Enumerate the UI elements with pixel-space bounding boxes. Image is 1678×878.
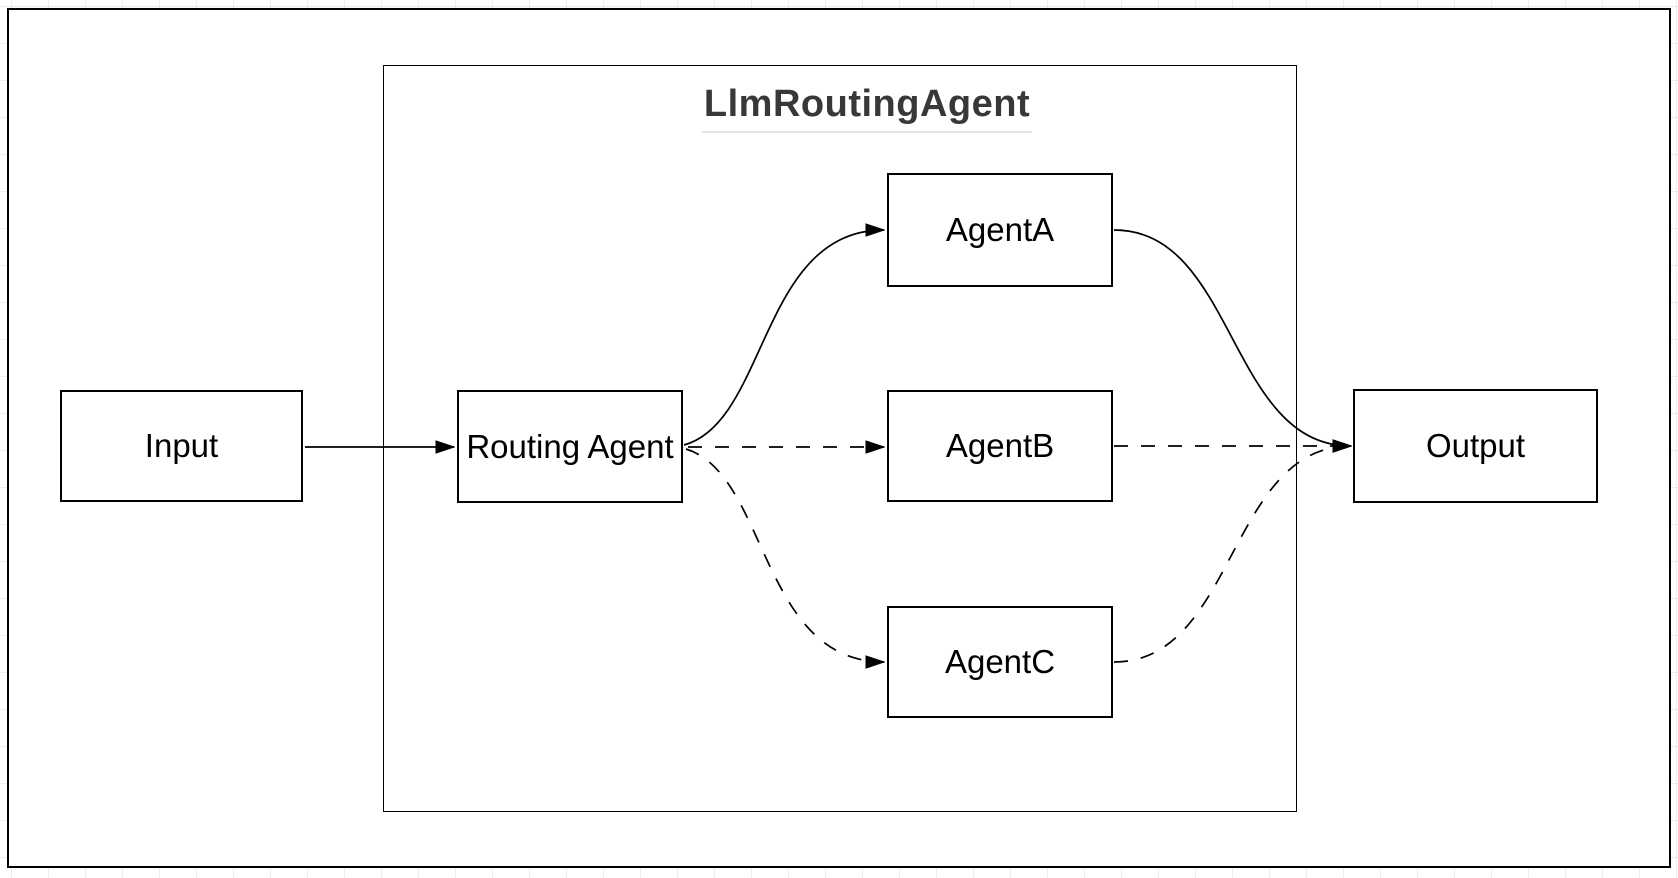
node-input[interactable]: Input xyxy=(60,390,303,502)
node-agent-c[interactable]: AgentC xyxy=(887,606,1113,718)
node-input-label: Input xyxy=(144,427,219,464)
group-llm-routing-agent[interactable]: LlmRoutingAgent xyxy=(383,65,1297,812)
node-agent-b[interactable]: AgentB xyxy=(887,390,1113,502)
node-routing-agent-label: Routing Agent xyxy=(466,427,674,465)
node-agent-c-label: AgentC xyxy=(944,643,1056,680)
node-output[interactable]: Output xyxy=(1353,389,1598,503)
node-output-label: Output xyxy=(1425,427,1526,464)
node-routing-agent[interactable]: Routing Agent xyxy=(457,390,683,503)
node-agent-a-label: AgentA xyxy=(945,211,1055,248)
node-agent-b-label: AgentB xyxy=(945,427,1055,464)
group-title: LlmRoutingAgent xyxy=(701,83,1033,133)
edge-routing-agent-to-agent-a[interactable] xyxy=(683,230,884,446)
edge-agent-a-to-output[interactable] xyxy=(1113,229,1351,446)
edge-routing-agent-to-agent-c[interactable] xyxy=(685,448,884,662)
edge-agent-c-to-output[interactable] xyxy=(1113,446,1351,663)
group-title-row: LlmRoutingAgent xyxy=(384,83,1296,133)
node-agent-a[interactable]: AgentA xyxy=(887,173,1113,287)
